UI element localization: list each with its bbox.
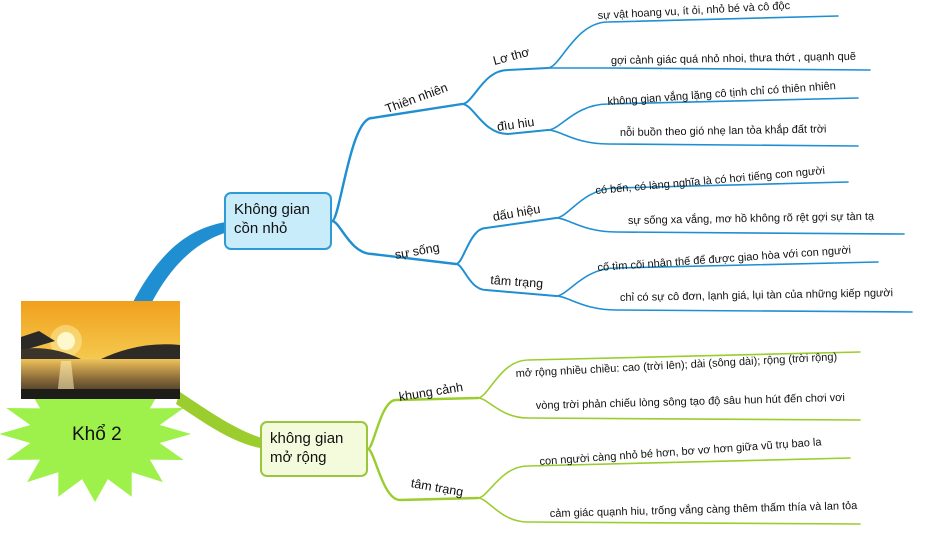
leaf-link xyxy=(477,397,861,421)
leaf-link xyxy=(547,129,859,147)
leaf-link xyxy=(555,295,913,313)
leaf-link xyxy=(547,97,859,131)
leaf-link xyxy=(547,67,871,71)
topic-line: không gian xyxy=(270,430,344,447)
leaf-link xyxy=(547,15,839,69)
sunset-lake-photo xyxy=(21,301,180,399)
topic-line: mở rộng xyxy=(270,449,327,466)
sub-branch-link xyxy=(461,103,549,136)
sub-branch-link xyxy=(461,67,549,105)
leaf-link xyxy=(477,351,861,399)
branch-link xyxy=(330,219,458,266)
sub-branch-link xyxy=(455,217,557,265)
sub-branch-link xyxy=(455,263,557,297)
branch-link xyxy=(366,447,480,502)
topic-line: Không gian xyxy=(234,201,310,218)
root-link-a xyxy=(132,222,228,306)
leaf-link xyxy=(555,261,879,297)
topic-box: không gian mở rộng xyxy=(260,421,368,477)
leaf-link xyxy=(477,457,851,499)
branch-link xyxy=(366,396,480,451)
leaf-link xyxy=(555,181,849,219)
topic-box: Không gian cồn nhỏ xyxy=(224,192,332,250)
leaf-link xyxy=(477,497,861,525)
topic-line: cồn nhỏ xyxy=(234,220,288,237)
root-label: Khổ 2 xyxy=(72,424,122,445)
root-link-b xyxy=(176,392,262,448)
star-burst xyxy=(0,366,191,502)
leaf-link xyxy=(555,217,905,235)
branch-link xyxy=(330,102,464,223)
